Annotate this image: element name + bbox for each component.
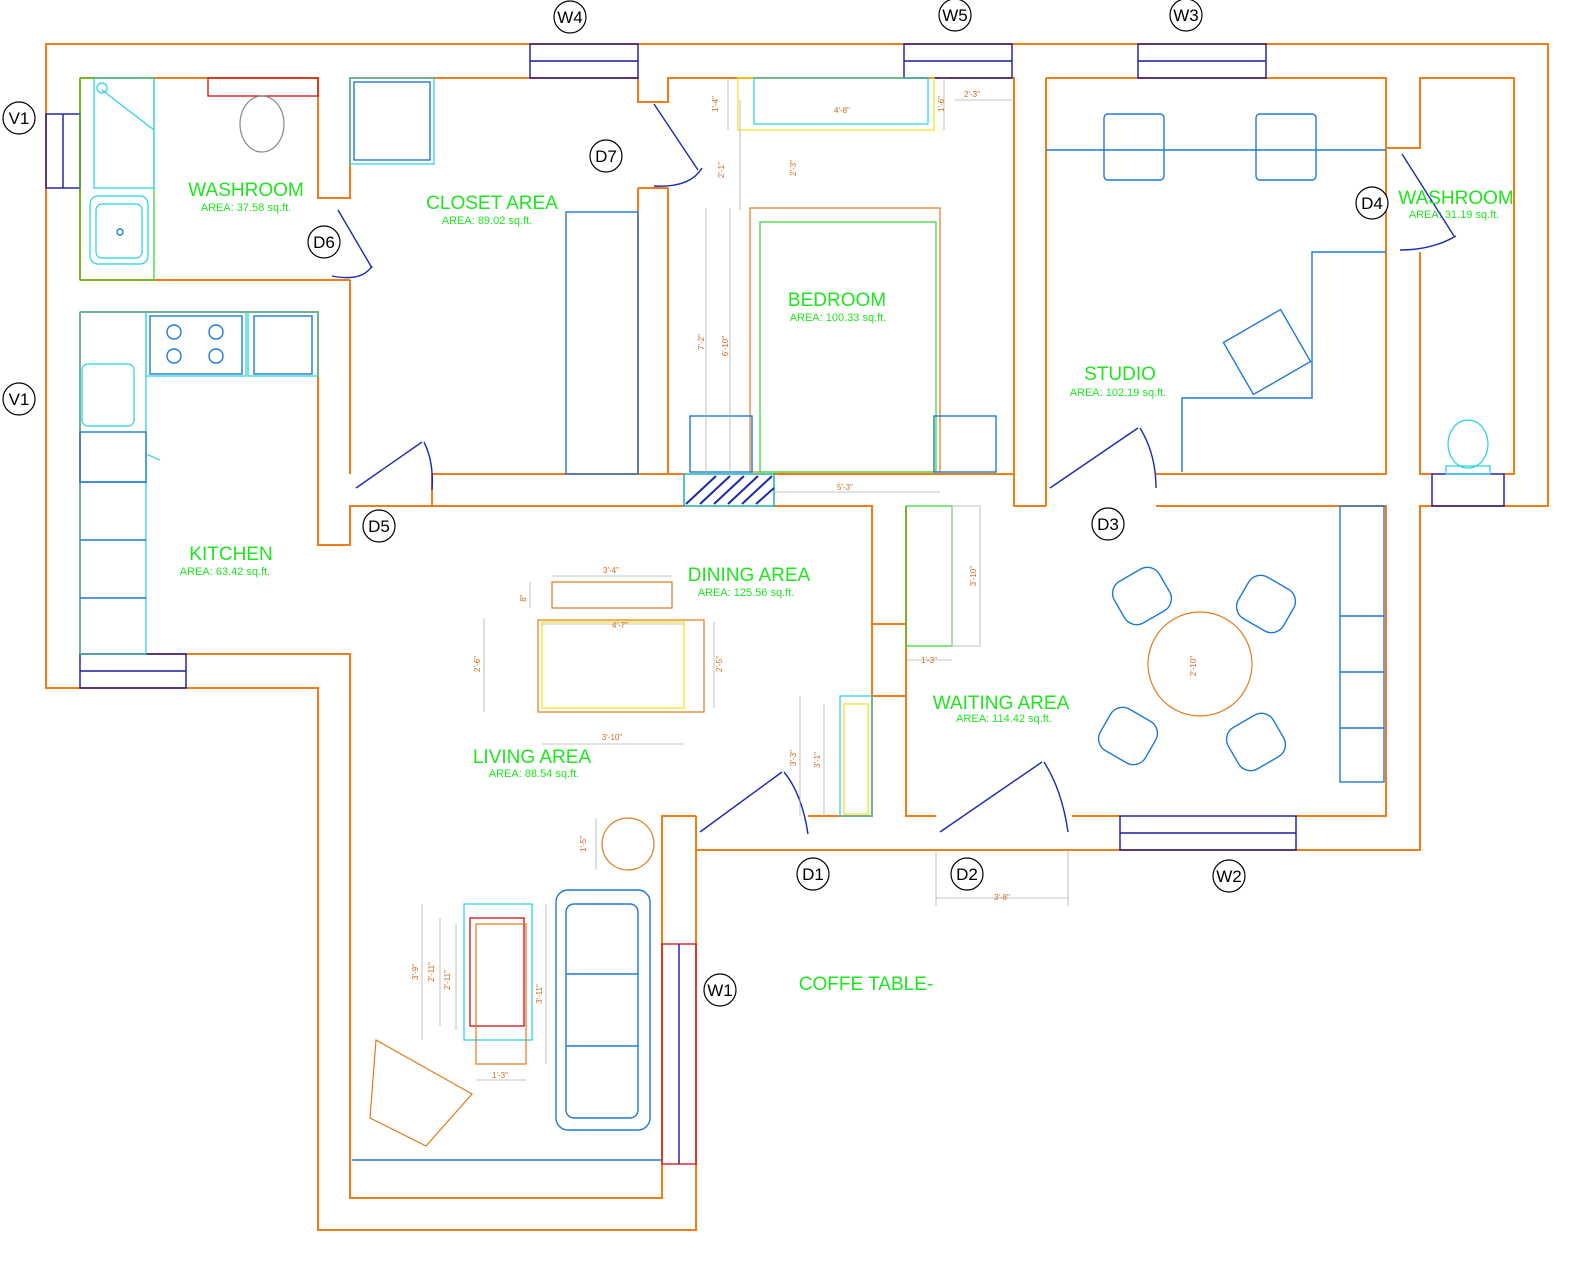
bedroom-fixtures [683, 77, 1012, 507]
washroom2-name: WASHROOM [1398, 188, 1513, 209]
living-fixtures [352, 817, 662, 1161]
dim-bed-corner: 2'-3" [964, 90, 980, 99]
dim-shelf-h2: 3'-1" [813, 752, 822, 768]
tag-w3: W3 [1169, 0, 1203, 32]
studio-area: AREA: 102.19 sq.ft. [1070, 387, 1167, 399]
svg-text:D2: D2 [956, 865, 978, 884]
tag-d2: D2 [950, 857, 984, 891]
dim-shelf-h1: 3'-3" [789, 750, 798, 766]
dim-bed-top-w: 4'-8" [834, 106, 850, 115]
dim-cab-w: 1'-3" [921, 656, 937, 665]
dim-sofa-h: 3'-11" [535, 984, 544, 1004]
dining-name: DINING AREA [688, 565, 811, 586]
dim-bed-v1: 2'-1" [717, 162, 726, 178]
tag-w4: W4 [553, 0, 587, 34]
svg-text:V1: V1 [9, 390, 30, 409]
tag-v1-top: V1 [2, 101, 36, 135]
dim-coffee-h2: 2'-11" [427, 962, 436, 982]
tag-d1: D1 [796, 857, 830, 891]
tag-d4: D4 [1355, 186, 1389, 220]
dim-stool: 1'-5" [579, 836, 588, 852]
washroom1-area: AREA: 37.58 sq.ft. [201, 202, 292, 214]
room-labels: WASHROOM AREA: 37.58 sq.ft. CLOSET AREA … [180, 180, 1514, 995]
living-area: AREA: 88.54 sq.ft. [489, 768, 580, 780]
studio-fixtures [1046, 113, 1491, 475]
tag-w5: W5 [938, 0, 972, 32]
dim-round-table: 2'-10" [1189, 656, 1198, 677]
dim-coffee-h1: 3'-9" [411, 964, 420, 980]
living-name: LIVING AREA [473, 747, 592, 768]
dim-table-bottom: 3'-10" [602, 733, 623, 742]
svg-text:D6: D6 [313, 233, 335, 252]
waiting-fixtures [799, 505, 1385, 906]
kitchen-fixtures [79, 311, 319, 655]
bedroom-area: AREA: 100.33 sq.ft. [790, 312, 887, 324]
dim-bed-v4: 6'-10" [721, 336, 730, 357]
dim-table-h-left: 2'-6" [473, 656, 482, 672]
studio-name: STUDIO [1084, 364, 1156, 385]
svg-text:W2: W2 [1216, 867, 1242, 886]
washroom1-name: WASHROOM [188, 180, 303, 201]
svg-text:D3: D3 [1097, 515, 1119, 534]
svg-text:D5: D5 [368, 517, 390, 536]
dim-cab-h: 3'-10" [969, 566, 978, 587]
washroom1-fixtures [79, 77, 435, 281]
svg-text:D1: D1 [802, 865, 824, 884]
tag-d6: D6 [307, 225, 341, 259]
dim-table-h-right: 2'-5" [715, 656, 724, 672]
kitchen-name: KITCHEN [189, 544, 272, 565]
dim-bed-v2: 2'-3" [789, 160, 798, 176]
kitchen-area: AREA: 63.42 sq.ft. [180, 566, 271, 578]
tag-w2: W2 [1212, 859, 1246, 893]
dining-fixtures [483, 575, 715, 745]
tag-w1: W1 [703, 973, 737, 1007]
dim-bed-right-h: 1'-6" [937, 96, 946, 112]
dim-bench-w: 3'-4" [603, 566, 619, 575]
dim-door-d2: 3'-8" [994, 893, 1010, 902]
dim-coffee-w: 1'-3" [492, 1071, 508, 1080]
svg-text:W3: W3 [1173, 6, 1199, 25]
dim-table-w: 4'-7" [612, 621, 628, 630]
inner-walls [79, 77, 1515, 1199]
closet-name: CLOSET AREA [426, 193, 558, 214]
coffee-table-note: COFFE TABLE- [799, 974, 933, 995]
dim-bed-top-h: 1'-4" [711, 96, 720, 112]
washroom2-area: AREA: 31.19 sq.ft. [1409, 209, 1500, 221]
dining-area: AREA: 125.56 sq.ft. [698, 587, 795, 599]
tag-bubbles: W4 W5 W3 V1 V1 D7 D6 D4 [2, 0, 1389, 1007]
closet-fixtures [565, 211, 639, 475]
waiting-area: AREA: 114.42 sq.ft. [956, 713, 1052, 725]
dim-bed-v3: 7'-2" [697, 334, 706, 350]
svg-text:W4: W4 [557, 8, 583, 27]
svg-text:D7: D7 [595, 147, 617, 166]
dimension-labels: 4'-8" 1'-4" 1'-6" 2'-3" 2'-1" 2'-3" 7'-2… [411, 90, 1198, 1080]
tag-v1-mid: V1 [2, 382, 36, 416]
svg-text:W5: W5 [942, 6, 968, 25]
dim-bench-h: 8" [519, 594, 528, 601]
closet-area: AREA: 89.02 sq.ft. [442, 215, 533, 227]
svg-text:W1: W1 [707, 981, 733, 1000]
dim-bed-bottom: 5'-3" [837, 483, 853, 492]
dim-coffee-h3: 2'-11" [443, 970, 452, 990]
bedroom-name: BEDROOM [788, 290, 886, 311]
tag-d7: D7 [589, 139, 623, 173]
tag-d5: D5 [362, 509, 396, 543]
tag-d3: D3 [1091, 507, 1125, 541]
doors [331, 103, 1457, 835]
waiting-name: WAITING AREA [933, 693, 1070, 714]
svg-text:V1: V1 [9, 109, 30, 128]
svg-text:D4: D4 [1361, 194, 1383, 213]
